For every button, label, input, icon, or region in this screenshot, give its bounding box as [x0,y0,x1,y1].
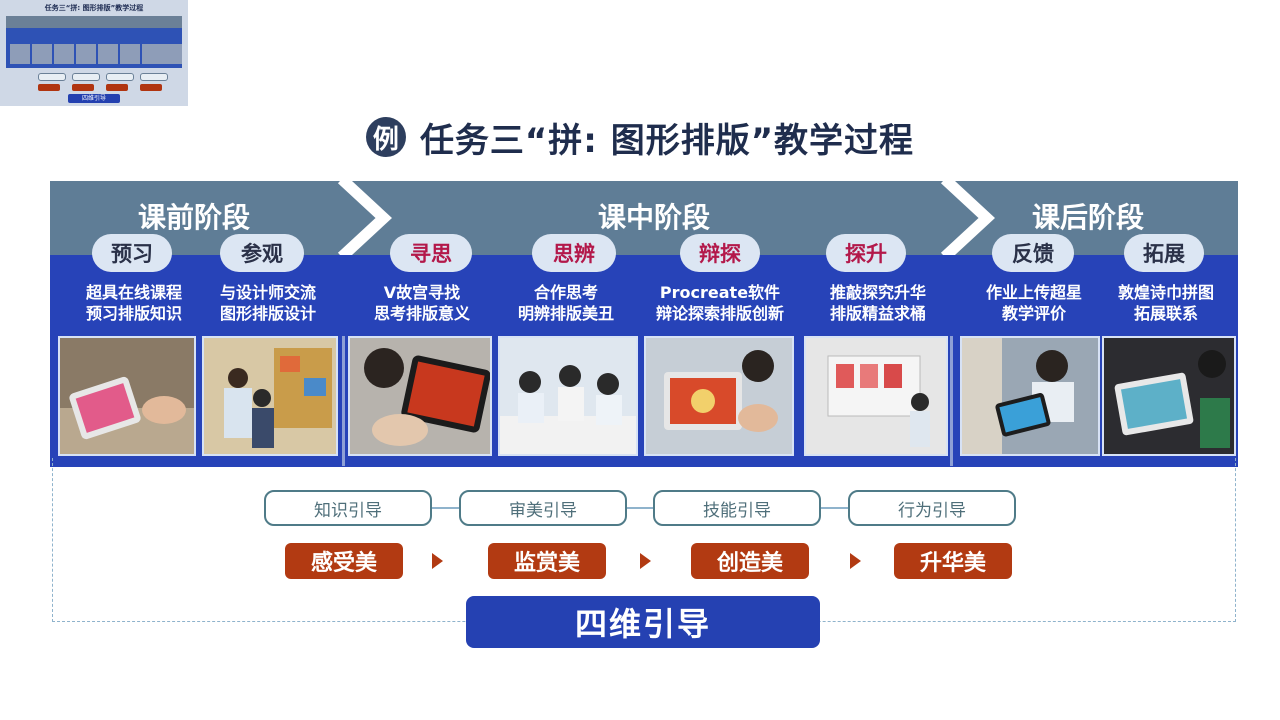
title-text: 任务三“拼: 图形排版”教学过程 [419,120,915,161]
activity-pill-seek: 寻思 [390,234,472,272]
beauty-create: 创造美 [691,543,809,579]
guide-connector [626,507,654,509]
chevron-divider [940,181,988,255]
thumbnail-red-box [106,84,128,91]
activity-desc: 合作思考明辨排版美丑 [517,283,614,323]
thumbnail-photo [120,44,140,64]
activity-desc: 作业上传超星教学评价 [985,283,1082,323]
activity-desc: 推敲探究升华排版精益求桶 [829,283,926,323]
stage-separator [950,336,953,466]
guide-connector [820,507,848,509]
activity-pill-discern: 思辨 [532,234,616,272]
guide-skill: 技能引导 [653,490,821,526]
activity-photo-debate[interactable] [644,336,794,456]
chevron-divider [337,181,385,255]
thumbnail-pill [72,73,100,81]
guide-aesthetic: 审美引导 [459,490,627,526]
guide-knowledge: 知识引导 [264,490,432,526]
activity-photo-seek[interactable] [348,336,492,456]
activity-desc: 超具在线课程预习排版知识 [85,283,182,323]
stage-label-in: 课中阶段 [598,201,711,234]
thumbnail-photo [162,44,182,64]
thumbnail-photo [98,44,118,64]
activity-pill-visit: 参观 [220,234,304,272]
stage-label-post: 课后阶段 [1032,201,1145,234]
guide-behavior: 行为引导 [848,490,1016,526]
thumbnail-bottom-label: 四维引导 [68,94,120,103]
beauty-feel: 感受美 [285,543,403,579]
activity-pill-elevate: 探升 [826,234,906,272]
guide-connector [432,507,460,509]
thumbnail-pill [106,73,134,81]
activity-pill-debate: 辩探 [680,234,760,272]
activity-photo-discern[interactable] [498,336,638,456]
thumbnail-pill [140,73,168,81]
activity-desc: V故宫寻找思考排版意义 [373,283,470,323]
activity-desc: 敦煌诗巾拼图拓展联系 [1117,283,1214,323]
activity-pill-feedback: 反馈 [992,234,1074,272]
arrow-right-icon [432,553,443,569]
activity-desc: Procreate软件辩论探索排版创新 [655,283,784,323]
thumbnail-band [6,16,182,28]
example-badge: 例 [365,117,406,157]
activity-photo-elevate[interactable] [804,336,948,456]
thumbnail-photo [54,44,74,64]
stage-chevron-in [352,181,983,255]
activity-photo-preview[interactable] [58,336,196,456]
thumbnail-photo [76,44,96,64]
activity-desc: 与设计师交流图形排版设计 [219,283,316,323]
thumbnail-photo [142,44,162,64]
stage-separator [342,336,345,466]
activity-photo-visit[interactable] [202,336,338,456]
page-title: 例 任务三“拼: 图形排版”教学过程 [0,112,1280,162]
thumbnail-pill [38,73,66,81]
slide-thumbnail[interactable]: 任务三“拼: 图形排版”教学过程 四维引导 [0,0,188,106]
activity-photo-extend[interactable] [1102,336,1236,456]
beauty-appreciate: 监赏美 [488,543,606,579]
thumbnail-red-box [38,84,60,91]
thumbnail-photo [10,44,30,64]
beauty-sublimate: 升华美 [894,543,1012,579]
four-dimension-guidance: 四维引导 [466,596,820,648]
thumbnail-photo [32,44,52,64]
thumbnail-red-box [140,84,162,91]
arrow-right-icon [850,553,861,569]
stage-label-pre: 课前阶段 [138,201,251,234]
thumbnail-red-box [72,84,94,91]
activity-pill-extend: 拓展 [1124,234,1204,272]
arrow-right-icon [640,553,651,569]
thumbnail-title: 任务三“拼: 图形排版”教学过程 [44,4,144,12]
activity-photo-feedback[interactable] [960,336,1100,456]
activity-pill-preview: 预习 [92,234,172,272]
